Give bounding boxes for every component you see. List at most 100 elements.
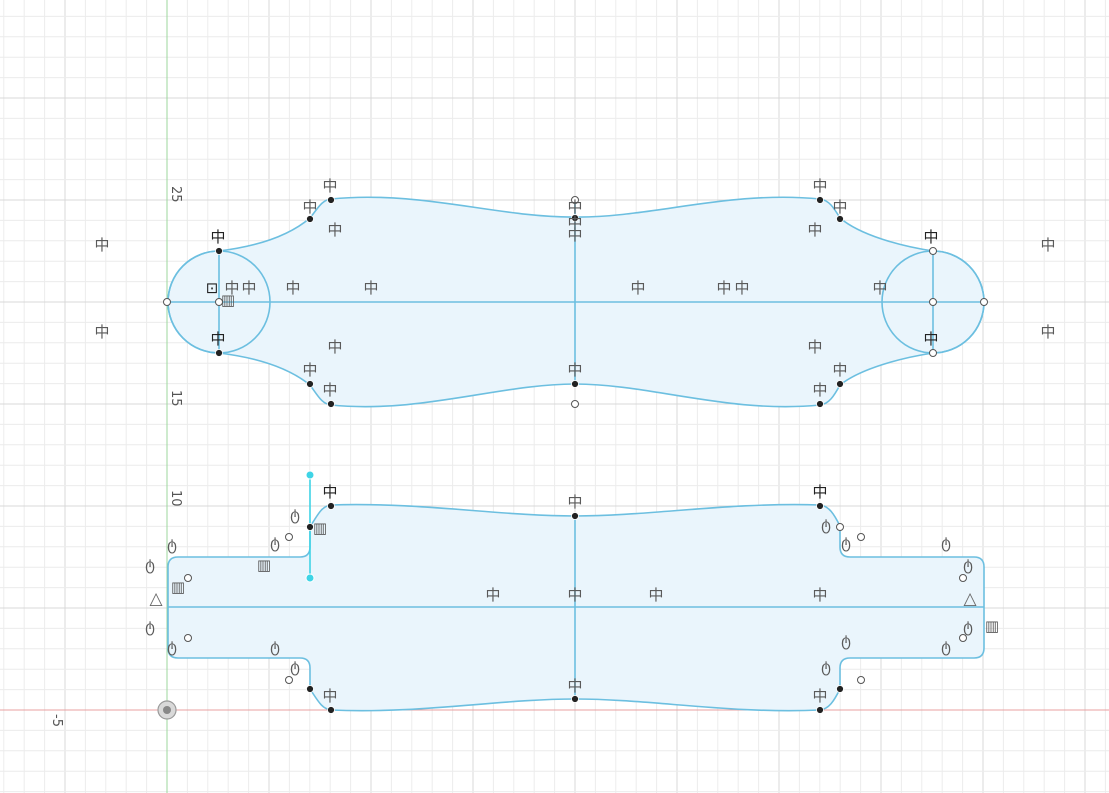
tangent-constraint-icon[interactable]: ტ: [941, 534, 951, 552]
sketch-point[interactable]: [306, 523, 314, 531]
midpoint-constraint-icon[interactable]: 中: [322, 483, 337, 501]
horizontal-constraint-icon[interactable]: ▥: [171, 578, 185, 596]
midpoint-constraint-icon[interactable]: 中: [807, 338, 822, 356]
sketch-point[interactable]: [571, 512, 579, 520]
midpoint-constraint-icon[interactable]: 中: [812, 177, 827, 195]
sketch-point-open[interactable]: [929, 298, 937, 306]
midpoint-constraint-icon[interactable]: 中: [567, 361, 582, 379]
tangent-constraint-icon[interactable]: ტ: [145, 618, 155, 636]
sketch-point[interactable]: [327, 196, 335, 204]
sketch-point[interactable]: [215, 247, 223, 255]
tangent-constraint-icon[interactable]: ტ: [145, 556, 155, 574]
midpoint-constraint-icon[interactable]: 中: [485, 586, 500, 604]
midpoint-constraint-icon[interactable]: 中: [567, 226, 582, 244]
sketch-point[interactable]: [571, 380, 579, 388]
sketch-point-open[interactable]: [285, 533, 293, 541]
midpoint-constraint-icon[interactable]: 中: [567, 198, 582, 216]
sketch-point[interactable]: [306, 215, 314, 223]
sketch-point[interactable]: [327, 502, 335, 510]
sketch-point[interactable]: [816, 706, 824, 714]
tangent-constraint-icon[interactable]: ტ: [167, 536, 177, 554]
sketch-point[interactable]: [816, 400, 824, 408]
midpoint-constraint-icon[interactable]: 中: [210, 330, 225, 348]
sketch-point[interactable]: [571, 695, 579, 703]
sketch-point[interactable]: [836, 685, 844, 693]
midpoint-constraint-icon[interactable]: 中: [302, 361, 317, 379]
horizontal-constraint-icon[interactable]: ▥: [985, 617, 999, 635]
tangent-constraint-icon[interactable]: ტ: [290, 658, 300, 676]
fix-constraint-icon[interactable]: ⊡: [206, 279, 219, 297]
sketch-point-open[interactable]: [215, 298, 223, 306]
selected-point[interactable]: [305, 573, 315, 583]
midpoint-constraint-icon[interactable]: 中: [807, 221, 822, 239]
sketch-point[interactable]: [306, 685, 314, 693]
tangent-constraint-icon[interactable]: ტ: [841, 534, 851, 552]
midpoint-constraint-icon[interactable]: 中: [872, 279, 887, 297]
tangent-constraint-icon[interactable]: ტ: [941, 638, 951, 656]
sketch-point[interactable]: [836, 215, 844, 223]
midpoint-constraint-icon[interactable]: 中: [812, 586, 827, 604]
midpoint-constraint-icon[interactable]: 中: [224, 279, 239, 297]
midpoint-constraint-icon[interactable]: 中: [812, 687, 827, 705]
tangent-constraint-icon[interactable]: ტ: [821, 658, 831, 676]
midpoint-constraint-icon[interactable]: 中: [812, 483, 827, 501]
midpoint-constraint-icon[interactable]: 中: [322, 177, 337, 195]
midpoint-constraint-icon[interactable]: 中: [322, 687, 337, 705]
midpoint-constraint-icon[interactable]: 中: [1040, 236, 1055, 254]
tangent-constraint-icon[interactable]: ტ: [270, 638, 280, 656]
midpoint-constraint-icon[interactable]: 中: [302, 198, 317, 216]
midpoint-constraint-icon[interactable]: 中: [210, 228, 225, 246]
tangent-constraint-icon[interactable]: ტ: [963, 556, 973, 574]
sketch-point-open[interactable]: [857, 533, 865, 541]
midpoint-constraint-icon[interactable]: 中: [923, 228, 938, 246]
tangent-constraint-icon[interactable]: ტ: [290, 506, 300, 524]
sketch-point-open[interactable]: [285, 676, 293, 684]
triangle-constraint-icon[interactable]: △: [149, 589, 163, 609]
sketch-point-open[interactable]: [980, 298, 988, 306]
sketch-point[interactable]: [327, 706, 335, 714]
selected-point[interactable]: [305, 470, 315, 480]
tangent-constraint-icon[interactable]: ტ: [821, 516, 831, 534]
tangent-constraint-icon[interactable]: ტ: [841, 632, 851, 650]
horizontal-constraint-icon[interactable]: ▥: [221, 291, 235, 309]
tangent-constraint-icon[interactable]: ტ: [963, 618, 973, 636]
origin-icon[interactable]: [157, 700, 177, 720]
lower-sketch-profile[interactable]: [167, 475, 985, 712]
midpoint-constraint-icon[interactable]: 中: [94, 323, 109, 341]
sketch-point[interactable]: [571, 214, 579, 222]
sketch-point[interactable]: [215, 349, 223, 357]
midpoint-constraint-icon[interactable]: 中: [734, 279, 749, 297]
midpoint-constraint-icon[interactable]: 中: [812, 381, 827, 399]
sketch-point[interactable]: [816, 502, 824, 510]
tangent-constraint-icon[interactable]: ტ: [167, 638, 177, 656]
sketch-point-open[interactable]: [571, 196, 579, 204]
tangent-constraint-icon[interactable]: ტ: [270, 534, 280, 552]
sketch-point[interactable]: [816, 196, 824, 204]
midpoint-constraint-icon[interactable]: 中: [567, 214, 582, 232]
midpoint-constraint-icon[interactable]: 中: [832, 361, 847, 379]
midpoint-constraint-icon[interactable]: 中: [567, 493, 582, 511]
sketch-point-open[interactable]: [836, 523, 844, 531]
sketch-point-open[interactable]: [959, 634, 967, 642]
triangle-constraint-icon[interactable]: △: [963, 589, 977, 609]
midpoint-constraint-icon[interactable]: 中: [716, 279, 731, 297]
sketch-point-open[interactable]: [163, 298, 171, 306]
sketch-point-open[interactable]: [571, 400, 579, 408]
midpoint-constraint-icon[interactable]: 中: [567, 677, 582, 695]
midpoint-constraint-icon[interactable]: 中: [1040, 323, 1055, 341]
horizontal-constraint-icon[interactable]: ▥: [257, 556, 271, 574]
midpoint-constraint-icon[interactable]: 中: [285, 279, 300, 297]
midpoint-constraint-icon[interactable]: 中: [567, 586, 582, 604]
sketch-point[interactable]: [836, 380, 844, 388]
midpoint-constraint-icon[interactable]: 中: [327, 338, 342, 356]
midpoint-constraint-icon[interactable]: 中: [94, 236, 109, 254]
midpoint-constraint-icon[interactable]: 中: [832, 198, 847, 216]
midpoint-constraint-icon[interactable]: 中: [630, 279, 645, 297]
sketch-point-open[interactable]: [184, 634, 192, 642]
sketch-point-open[interactable]: [929, 247, 937, 255]
midpoint-constraint-icon[interactable]: 中: [327, 221, 342, 239]
sketch-point-open[interactable]: [929, 349, 937, 357]
midpoint-constraint-icon[interactable]: 中: [241, 279, 256, 297]
sketch-points[interactable]: [163, 196, 988, 714]
